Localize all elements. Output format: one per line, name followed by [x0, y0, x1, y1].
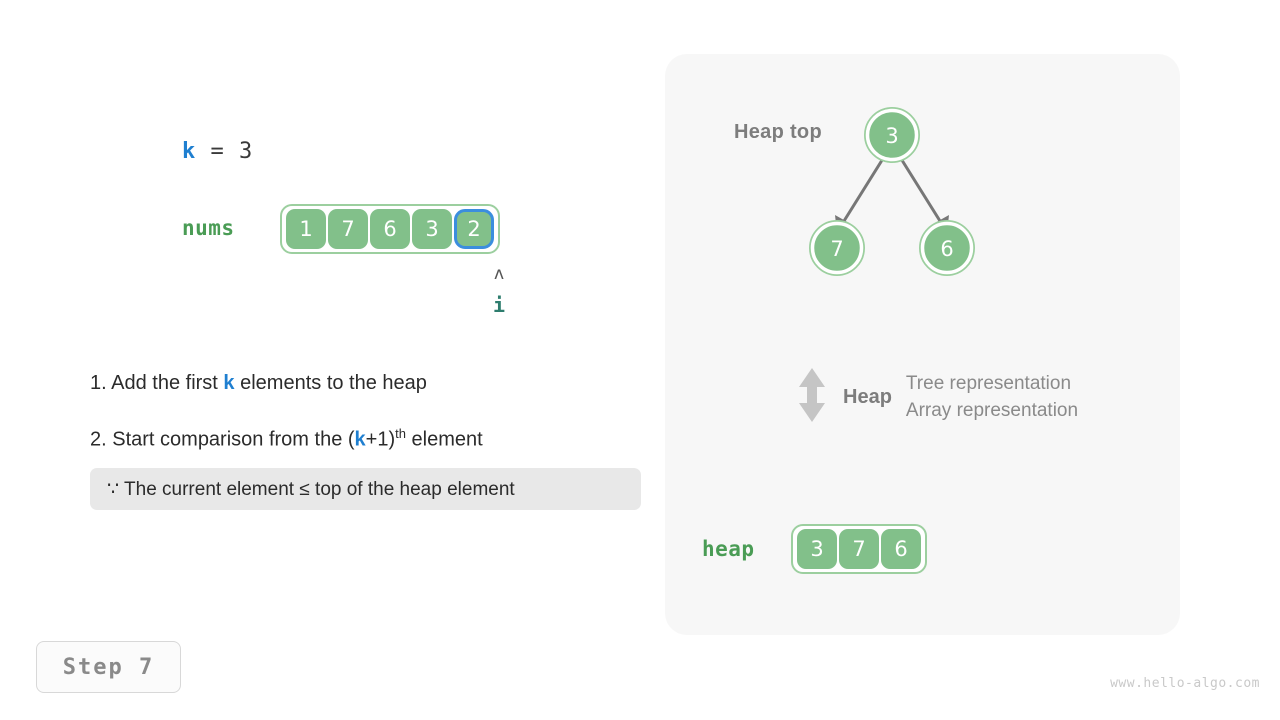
heap-cell-1[interactable]: 7: [839, 529, 879, 569]
nums-cell-1[interactable]: 7: [328, 209, 368, 249]
index-pointer-label: i: [492, 293, 506, 317]
instruction-step-1: 1. Add the first k elements to the heap: [90, 372, 427, 395]
nums-cell-3[interactable]: 3: [412, 209, 452, 249]
step-badge: Step 7: [36, 641, 181, 693]
nums-cell-4[interactable]: 2: [454, 209, 494, 249]
heap-top-label: Heap top: [734, 121, 822, 143]
step-1-k-variable: k: [223, 372, 235, 394]
k-assignment: k = 3: [182, 139, 253, 164]
instruction-step-2: 2. Start comparison from the (k+1)th ele…: [90, 426, 483, 452]
nums-array-label: nums: [182, 216, 235, 240]
step-2-prefix: 2. Start comparison from the (: [90, 428, 355, 451]
k-variable-name: k: [182, 139, 197, 164]
step-badge-text: Step 7: [62, 654, 155, 680]
tree-node-left-value: 7: [830, 237, 843, 261]
reason-callout: ∵ The current element ≤ top of the heap …: [90, 468, 641, 510]
nums-cell-2[interactable]: 6: [370, 209, 410, 249]
step-1-prefix: 1. Add the first: [90, 372, 224, 394]
tree-node-root[interactable]: 3: [864, 107, 920, 163]
heap-representation-legend: Heap Tree representation Array represent…: [795, 365, 1078, 430]
heap-tree-diagram: 3 7 6: [809, 107, 975, 276]
nums-array: 1 7 6 3 2: [280, 204, 500, 254]
heap-cell-2[interactable]: 6: [881, 529, 921, 569]
step-1-suffix: elements to the heap: [234, 372, 427, 394]
tree-node-root-value: 3: [885, 124, 898, 148]
tree-node-right[interactable]: 6: [919, 220, 975, 276]
index-pointer-caret-icon: ʌ: [493, 264, 505, 284]
step-2-superscript: th: [395, 426, 406, 441]
step-2-k-variable: k: [354, 428, 366, 451]
step-2-suffix: element: [405, 428, 483, 451]
legend-array-representation: Array representation: [905, 399, 1079, 421]
legend-tree-representation: Tree representation: [905, 372, 1072, 394]
up-down-arrow-icon: [795, 365, 829, 430]
tree-node-left[interactable]: 7: [809, 220, 865, 276]
step-2-mid: +1): [365, 428, 396, 451]
reason-callout-text: ∵ The current element ≤ top of the heap …: [107, 478, 515, 500]
legend-title: Heap: [843, 386, 892, 408]
tree-node-right-value: 6: [940, 237, 953, 261]
watermark: www.hello-algo.com: [1110, 676, 1260, 691]
k-equals-sign: =: [210, 139, 225, 164]
heap-array: 3 7 6: [791, 524, 927, 574]
heap-cell-0[interactable]: 3: [797, 529, 837, 569]
nums-cell-0[interactable]: 1: [286, 209, 326, 249]
k-value: 3: [239, 139, 254, 164]
heap-array-label: heap: [702, 537, 755, 561]
